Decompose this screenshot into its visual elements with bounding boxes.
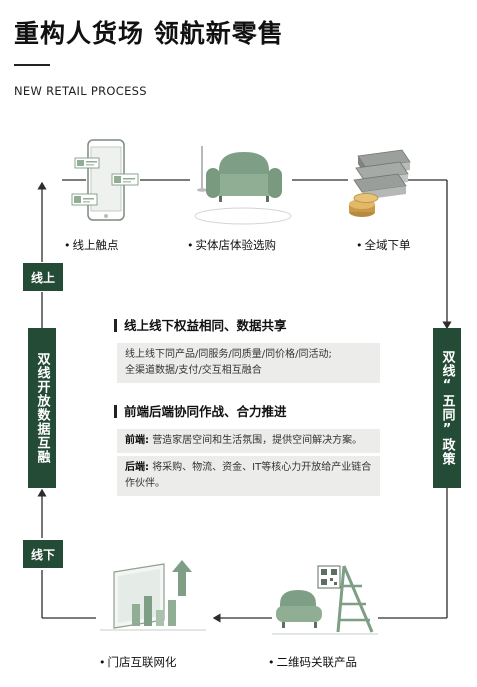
node-store-network: •门店互联网化 [99,655,177,669]
tag-online: 线上 [23,263,63,291]
node-store-experience-label: 实体店体验选购 [195,238,277,252]
section1-heading: 线上线下权益相同、数据共享 [114,319,287,332]
front-text: 营造家居空间和生活氛围，提供空间解决方案。 [152,435,363,446]
node-online-touch: •线上触点 [64,238,119,252]
section2-back-panel: 后端: 将采购、物流、资金、IT等核心力开放给产业链合作伙伴。 [117,456,380,496]
section1-panel: 线上线下同产品/同服务/同质量/同价格/同活动; 全渠道数据/支付/交互相互融合 [117,343,380,383]
page-title: 重构人货场 领航新零售 [14,19,284,48]
tag-offline: 线下 [23,540,63,568]
front-label: 前端: [125,435,149,446]
qr-products-illustration [272,565,378,635]
node-qr-products: •二维码关联产品 [268,655,358,669]
phone-illustration [71,139,139,221]
section2-front-panel: 前端: 营造家居空间和生活氛围，提供空间解决方案。 [117,429,380,453]
sofa-illustration [194,146,292,225]
money-illustration [349,149,411,217]
node-online-touch-label: 线上触点 [72,238,119,252]
section1-line2: 全渠道数据/支付/交互相互融合 [125,365,262,376]
node-omni-order-label: 全域下单 [364,238,411,252]
page-subtitle: NEW RETAIL PROCESS [14,84,147,98]
back-label: 后端: [125,462,149,473]
section1-line1: 线上线下同产品/同服务/同质量/同价格/同活动; [125,349,332,360]
section2-heading: 前端后端协同作战、合力推进 [114,405,287,418]
title-underline [14,64,50,66]
tag-left-vertical: 双线开放数据互融 [28,328,56,488]
node-qr-products-label: 二维码关联产品 [276,655,358,669]
back-text: 将采购、物流、资金、IT等核心力开放给产业链合作伙伴。 [125,462,372,489]
tag-right-vertical: 双线“五同”政策 [433,328,461,488]
node-store-experience: •实体店体验选购 [187,238,277,252]
node-store-network-label: 门店互联网化 [107,655,177,669]
node-omni-order: •全域下单 [356,238,411,252]
store-network-illustration [100,560,206,631]
